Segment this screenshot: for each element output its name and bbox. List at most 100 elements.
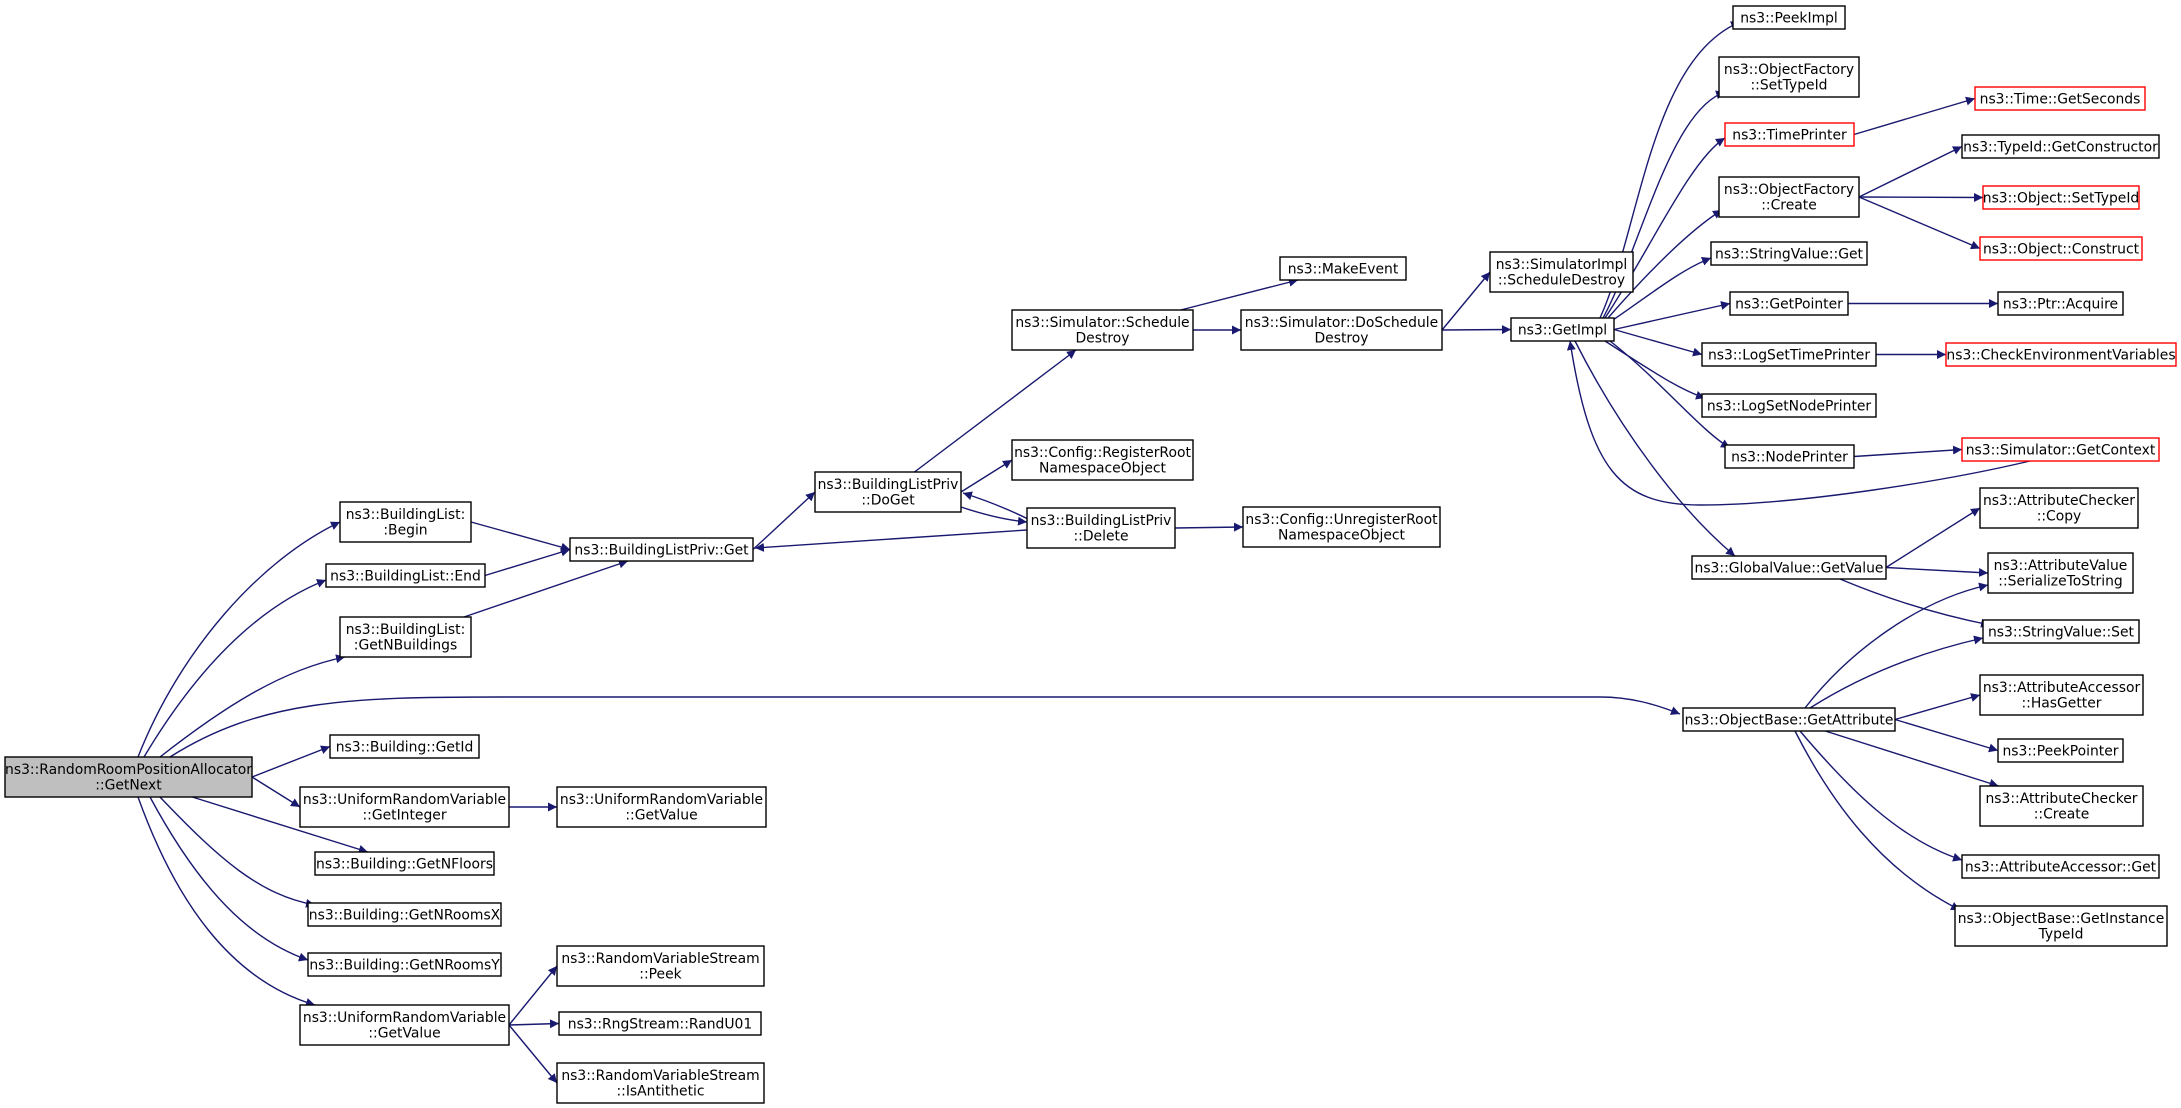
node-box — [1718, 176, 1860, 218]
graph-node-urv_getval2[interactable]: ns3::UniformRandomVariable::GetValue — [556, 786, 767, 828]
graph-node-sim_getcontext[interactable]: ns3::Simulator::GetContext — [1961, 437, 2160, 462]
graph-node-aa_get[interactable]: ns3::AttributeAccessor::Get — [1961, 854, 2160, 879]
node-label: ns3::BuildingListPriv::Get — [574, 542, 749, 558]
graph-node-bl_begin[interactable]: ns3::BuildingList::Begin — [339, 501, 472, 543]
node-label: ns3::ObjectFactory — [1724, 62, 1854, 78]
node-label: Destroy — [1075, 331, 1129, 347]
graph-node-time_getseconds[interactable]: ns3::Time::GetSeconds — [1974, 86, 2146, 111]
graph-node-simimpl_schedule_destroy[interactable]: ns3::SimulatorImpl::ScheduleDestroy — [1489, 251, 1634, 293]
graph-node-blp_get[interactable]: ns3::BuildingListPriv::Get — [569, 537, 754, 562]
graph-node-ptr_acquire[interactable]: ns3::Ptr::Acquire — [1997, 291, 2124, 316]
node-box — [1724, 444, 1855, 469]
graph-node-object_construct[interactable]: ns3::Object::Construct — [1979, 236, 2143, 261]
node-label: ::GetValue — [625, 808, 697, 824]
graph-node-b_getnroomsx[interactable]: ns3::Building::GetNRoomsX — [307, 902, 502, 927]
graph-node-aa_hasgetter[interactable]: ns3::AttributeAccessor::HasGetter — [1979, 674, 2144, 716]
graph-node-time_printer[interactable]: ns3::TimePrinter — [1724, 122, 1855, 147]
node-label: ::Delete — [1074, 529, 1129, 545]
graph-node-sim_schedule_destroy[interactable]: ns3::Simulator::ScheduleDestroy — [1011, 309, 1194, 351]
graph-node-ob_getattribute[interactable]: ns3::ObjectBase::GetAttribute — [1682, 707, 1896, 732]
graph-node-av_serialize[interactable]: ns3::AttributeValue::SerializeToString — [1987, 552, 2134, 594]
graph-node-blp_doget[interactable]: ns3::BuildingListPriv::DoGet — [814, 471, 962, 513]
graph-node-check_env_vars[interactable]: ns3::CheckEnvironmentVariables — [1945, 342, 2177, 367]
graph-node-b_getnfloors[interactable]: ns3::Building::GetNFloors — [314, 851, 495, 876]
graph-node-sv_set[interactable]: ns3::StringValue::Set — [1982, 619, 2140, 644]
edge-root-to-bl_getnb — [159, 654, 346, 758]
node-label: ns3::Building::GetNRoomsY — [309, 957, 500, 973]
node-label: ns3::Time::GetSeconds — [1980, 91, 2141, 107]
graph-node-log_set_node_printer[interactable]: ns3::LogSetNodePrinter — [1701, 393, 1877, 418]
node-box — [1979, 674, 2144, 716]
graph-node-bl_getnb[interactable]: ns3::BuildingList::GetNBuildings — [339, 616, 472, 658]
edge-gv_getvalue-to-sv_set — [1839, 578, 1991, 628]
node-label: ns3::GlobalValue::GetValue — [1695, 560, 1884, 576]
graph-node-get_pointer[interactable]: ns3::GetPointer — [1729, 291, 1849, 316]
graph-node-sv_get[interactable]: ns3::StringValue::Get — [1710, 241, 1868, 266]
graph-node-blp_delete[interactable]: ns3::BuildingListPriv::Delete — [1026, 507, 1176, 549]
edge-ob_getattribute-to-aa_get — [1799, 730, 1963, 862]
graph-node-b_getnroomsy[interactable]: ns3::Building::GetNRoomsY — [307, 952, 502, 977]
edge-urv_getval-to-rvs_isanti — [508, 1024, 558, 1084]
graph-node-get_impl[interactable]: ns3::GetImpl — [1510, 317, 1615, 342]
node-label: ns3::AttributeAccessor — [1983, 680, 2141, 696]
nodes-layer: ns3::RandomRoomPositionAllocator::GetNex… — [4, 5, 2177, 1104]
graph-node-cfg_unregister[interactable]: ns3::Config::UnregisterRootNamespaceObje… — [1242, 506, 1441, 548]
edge-ob_getattribute-to-peek_pointer — [1894, 718, 1999, 753]
graph-node-ac_copy[interactable]: ns3::AttributeChecker::Copy — [1979, 487, 2139, 529]
graph-node-rvs_isanti[interactable]: ns3::RandomVariableStream::IsAntithetic — [556, 1062, 765, 1104]
node-box — [1729, 291, 1849, 316]
node-box — [1724, 122, 1855, 147]
node-box — [1997, 738, 2124, 763]
edge-ob_getattribute-to-av_serialize — [1804, 582, 1989, 709]
edge-of_create-to-object_construct — [1858, 196, 1981, 250]
graph-node-ac_create[interactable]: ns3::AttributeChecker::Create — [1979, 785, 2144, 827]
graph-node-rng_randu01[interactable]: ns3::RngStream::RandU01 — [558, 1011, 762, 1036]
edge-of_create-to-object_settypeid — [1858, 192, 1984, 202]
node-box — [1987, 552, 2134, 594]
graph-node-rvs_peek[interactable]: ns3::RandomVariableStream::Peek — [556, 945, 765, 987]
graph-node-b_getid[interactable]: ns3::Building::GetId — [329, 734, 480, 759]
node-label: ns3::Building::GetNFloors — [316, 856, 493, 872]
node-box — [1979, 785, 2144, 827]
edge-blp_doget-to-blp_delete — [960, 506, 1028, 526]
node-label: ::GetNext — [95, 778, 162, 794]
graph-node-of_create[interactable]: ns3::ObjectFactory::Create — [1718, 176, 1860, 218]
graph-node-object_settypeid[interactable]: ns3::Object::SetTypeId — [1982, 185, 2140, 210]
graph-node-bl_end[interactable]: ns3::BuildingList::End — [325, 563, 486, 588]
node-label: ns3::Building::GetNRoomsX — [309, 907, 501, 923]
graph-node-root[interactable]: ns3::RandomRoomPositionAllocator::GetNex… — [4, 756, 253, 798]
graph-node-peek_impl[interactable]: ns3::PeekImpl — [1732, 5, 1846, 30]
graph-node-peek_pointer[interactable]: ns3::PeekPointer — [1997, 738, 2124, 763]
edge-ob_getattribute-to-sv_set — [1809, 635, 1984, 709]
node-label: ns3::GetPointer — [1735, 296, 1843, 312]
edge-blp_delete-to-cfg_unregister — [1174, 522, 1244, 532]
graph-node-make_event[interactable]: ns3::MakeEvent — [1279, 256, 1407, 281]
edge-node_printer-to-sim_getcontext — [1853, 445, 1963, 458]
graph-node-log_set_time_printer[interactable]: ns3::LogSetTimePrinter — [1701, 342, 1877, 367]
graph-node-node_printer[interactable]: ns3::NodePrinter — [1724, 444, 1855, 469]
node-label: ns3::AttributeChecker — [1983, 493, 2135, 509]
graph-node-typeid_getconstructor[interactable]: ns3::TypeId::GetConstructor — [1961, 134, 2160, 159]
node-box — [1961, 134, 2160, 159]
node-label: ns3::TypeId::GetConstructor — [1963, 139, 2158, 155]
node-label: ns3::RandomVariableStream — [561, 951, 759, 967]
node-label: ns3::Config::RegisterRoot — [1014, 445, 1191, 461]
edge-ob_getattribute-to-ob_getinstancetypeid — [1794, 730, 1961, 911]
edge-urv_getval-to-rng_randu01 — [508, 1019, 560, 1029]
edge-get_impl-to-log_set_time_printer — [1613, 328, 1703, 357]
graph-node-gv_getvalue[interactable]: ns3::GlobalValue::GetValue — [1691, 555, 1887, 580]
node-label: ns3::GetImpl — [1518, 322, 1607, 338]
node-box — [569, 537, 754, 562]
node-box — [307, 952, 502, 977]
graph-node-of_settypeid[interactable]: ns3::ObjectFactory::SetTypeId — [1718, 56, 1860, 98]
node-box — [1997, 291, 2124, 316]
node-box — [1979, 487, 2139, 529]
graph-node-urv_getval[interactable]: ns3::UniformRandomVariable::GetValue — [299, 1004, 510, 1046]
graph-node-urv_getint[interactable]: ns3::UniformRandomVariable::GetInteger — [299, 786, 510, 828]
node-box — [1682, 707, 1896, 732]
node-box — [1026, 507, 1176, 549]
